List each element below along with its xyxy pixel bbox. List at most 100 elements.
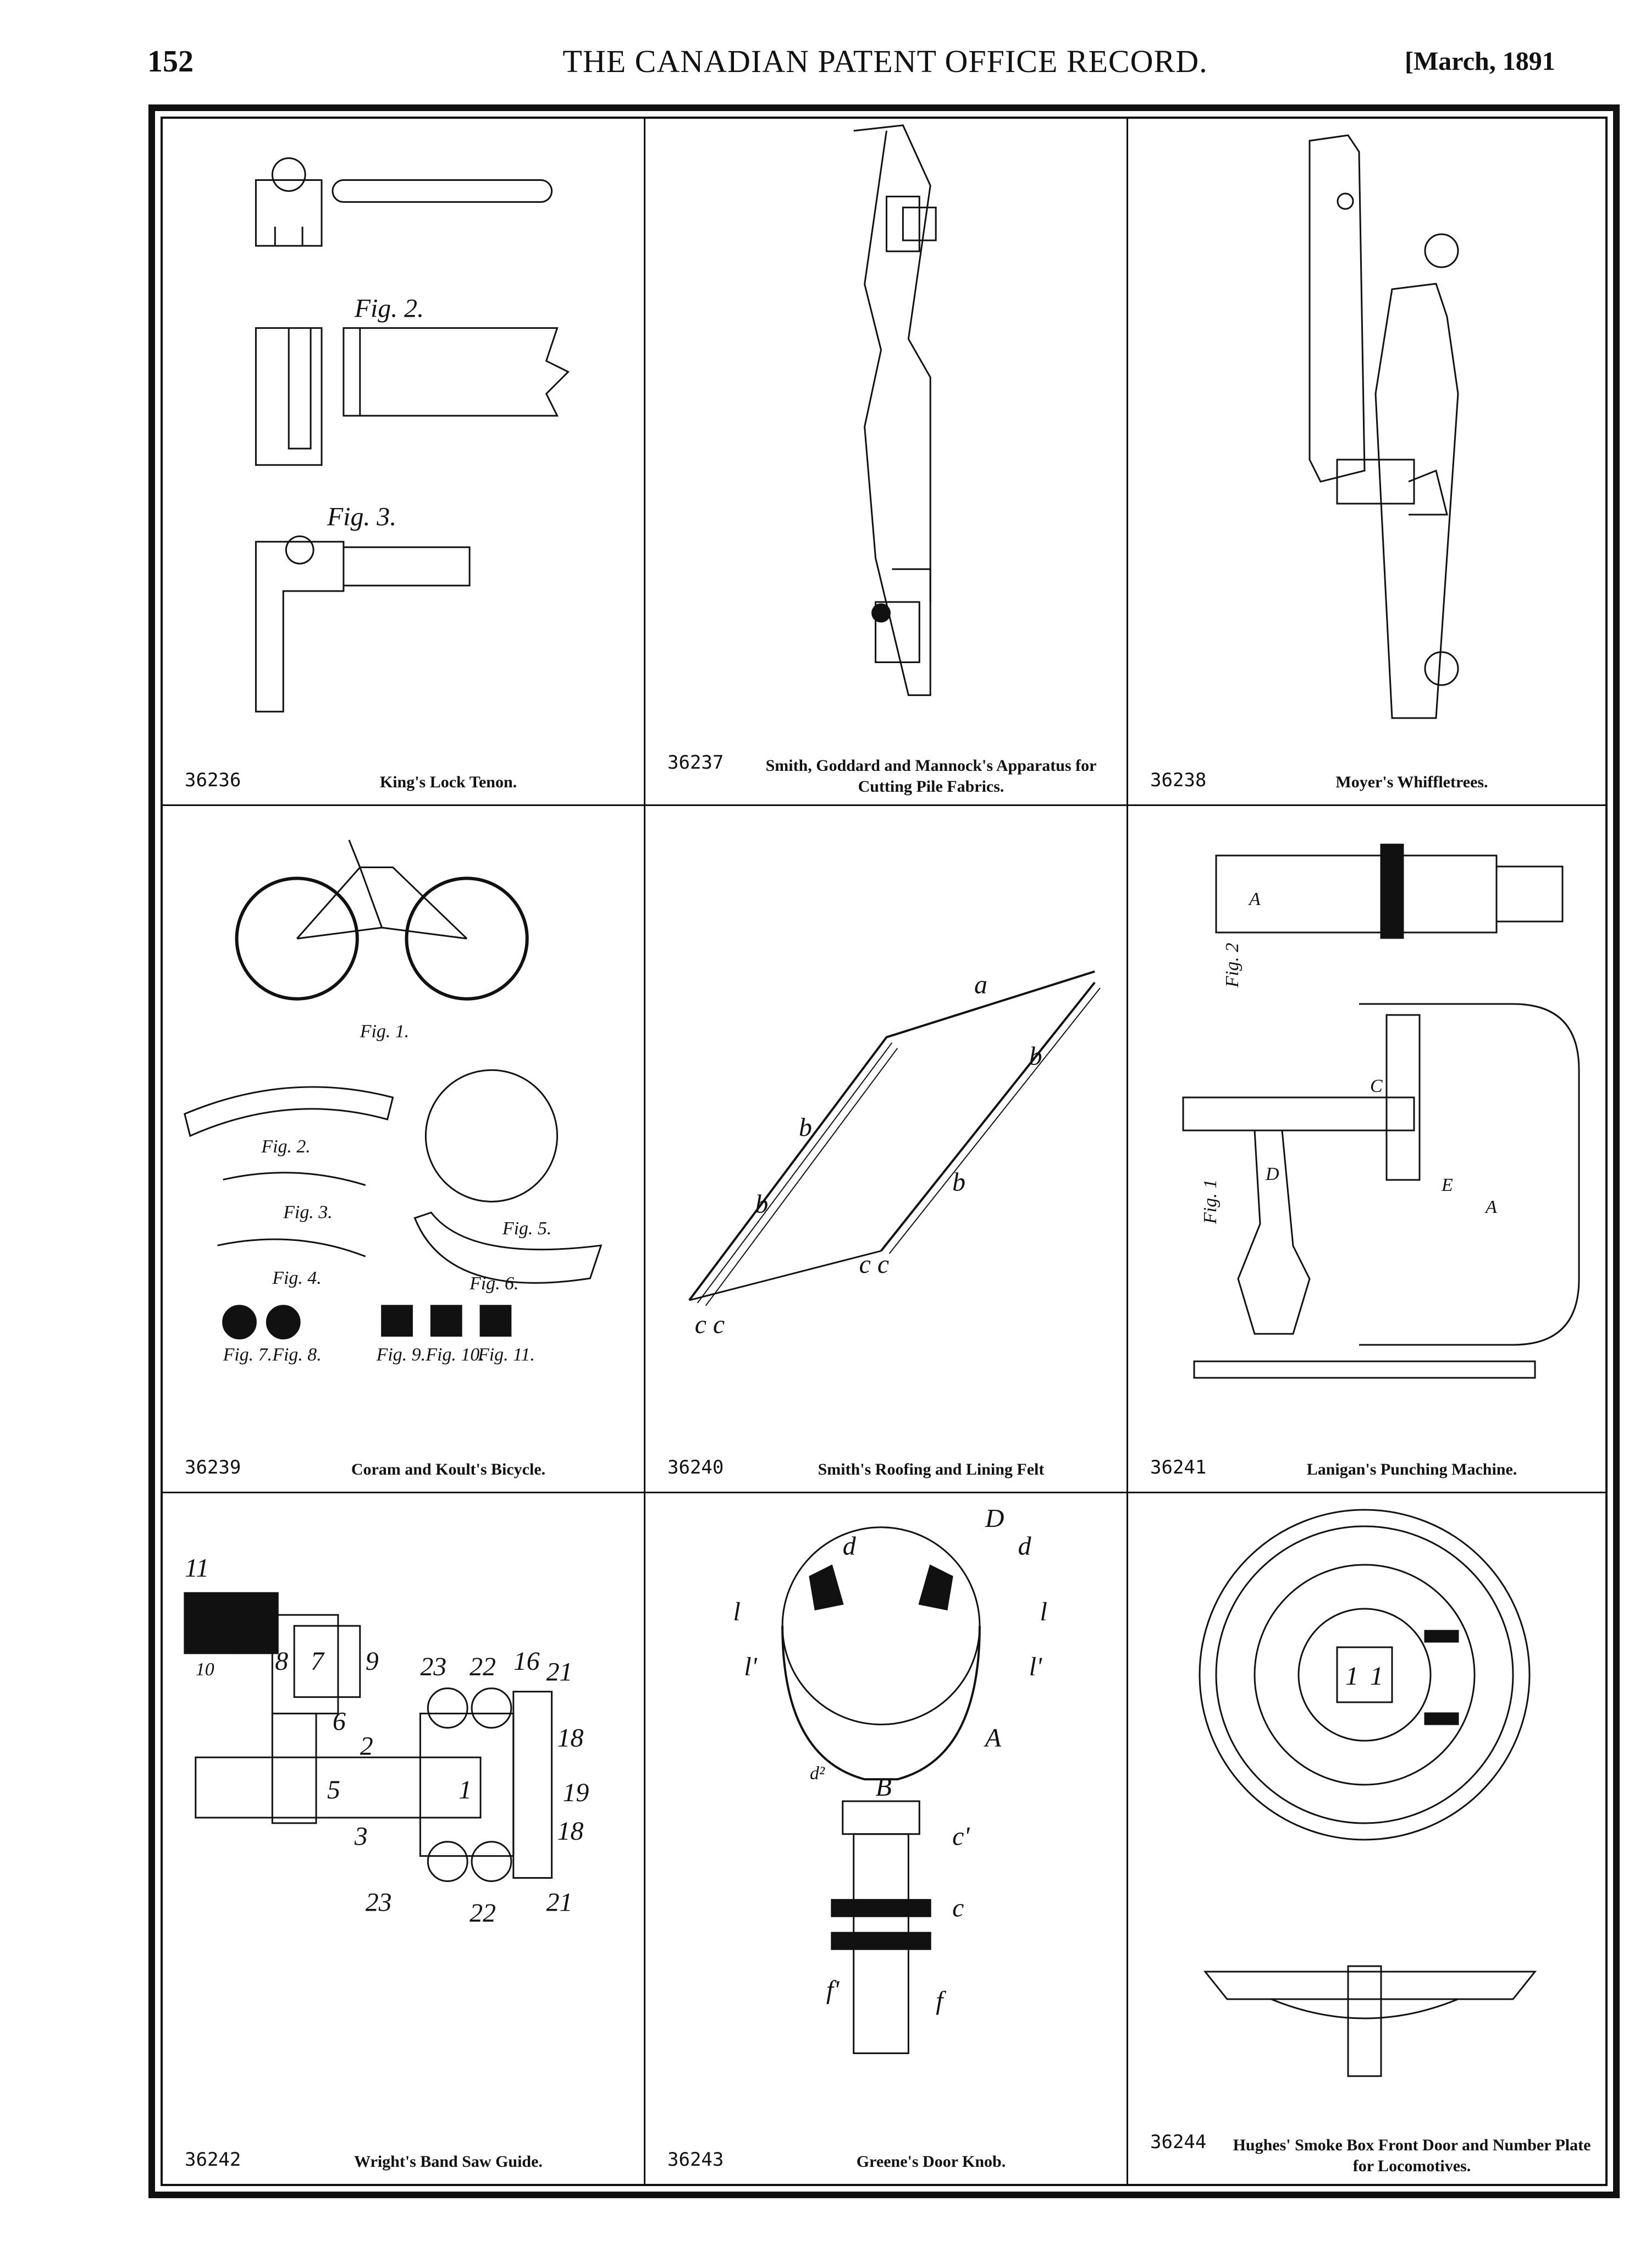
bicycle-fig7-label: Fig. 7. (223, 1344, 272, 1365)
bicycle-fig9-label: Fig. 9. (376, 1344, 426, 1365)
patent-cell-punching-machine: Fig. 2 Fig. 1 A A D C E 36241 Lanigan's … (1128, 806, 1605, 1493)
saw-label-21b: 21 (546, 1888, 573, 1917)
patent-title: Wright's Band Saw Guide. (354, 2152, 543, 2171)
knob-label-f: f (936, 1986, 946, 2016)
patent-title: King's Lock Tenon. (379, 772, 517, 791)
pile-fabrics-drawing (645, 119, 1127, 735)
patent-cell-lock-tenon: Fig. 2. Fig. 3. 36236 King's Lock Tenon. (163, 119, 645, 806)
patent-number: 36241 (1150, 1456, 1207, 1478)
caption: 36238 Moyer's Whiffletrees. (1128, 738, 1605, 804)
bicycle-fig4-label: Fig. 4. (272, 1268, 321, 1288)
saw-label-18b: 18 (557, 1817, 584, 1846)
caption: 36241 Lanigan's Punching Machine. (1128, 1426, 1605, 1492)
patent-cell-bicycle: Fig. 1. Fig. 2. Fig. 5. Fig. 3. Fig. 4. … (163, 806, 645, 1493)
patent-title: Moyer's Whiffletrees. (1335, 772, 1488, 791)
punching-machine-drawing: Fig. 2 Fig. 1 A A D C E (1128, 806, 1605, 1422)
saw-label-5: 5 (327, 1775, 340, 1805)
bicycle-fig1-label: Fig. 1. (360, 1021, 409, 1041)
bicycle-fig8-label: Fig. 8. (272, 1344, 321, 1365)
knob-label-l2p: l' (1029, 1652, 1042, 1681)
punch-fig1-label: Fig. 1 (1200, 1179, 1221, 1224)
door-knob-drawing: D d d l l l' l' A B c c' f f' d² (645, 1493, 1127, 2109)
patent-number: 36240 (667, 1456, 724, 1478)
smokebox-plate-digit-left: 1 (1345, 1662, 1359, 1691)
patent-grid: Fig. 2. Fig. 3. 36236 King's Lock Tenon. (163, 119, 1605, 2184)
knob-label-c: c (952, 1893, 964, 1922)
saw-label-8: 8 (275, 1647, 288, 1676)
patent-cell-pile-fabrics: 36237 Smith, Goddard and Mannock's Appar… (645, 119, 1128, 806)
patent-number: 36244 (1150, 2131, 1207, 2153)
knob-label-d1: d (843, 1532, 857, 1561)
punch-label-A2: A (1484, 1197, 1497, 1217)
patent-title: Smith's Roofing and Lining Felt (818, 1460, 1045, 1478)
smokebox-plate-digit-right: 1 (1370, 1662, 1383, 1691)
saw-label-11: 11 (185, 1553, 209, 1582)
knob-label-B: B (876, 1773, 892, 1802)
knob-label-l1: l (733, 1597, 740, 1626)
caption: 36240 Smith's Roofing and Lining Felt (645, 1426, 1127, 1492)
patent-cell-whiffletrees: 36238 Moyer's Whiffletrees. (1128, 119, 1605, 806)
caption: 36244 Hughes' Smoke Box Front Door and N… (1128, 2118, 1605, 2184)
punch-label-A1: A (1248, 889, 1261, 909)
knob-label-A: A (984, 1723, 1002, 1752)
caption: 36237 Smith, Goddard and Mannock's Appar… (645, 738, 1127, 804)
patent-cell-door-knob: D d d l l l' l' A B c c' f f' d² 36243 G… (645, 1493, 1128, 2184)
knob-label-l2: l (1040, 1597, 1047, 1626)
knob-label-D: D (985, 1504, 1004, 1533)
tenon-fig2-label: Fig. 2. (354, 294, 424, 323)
punch-fig2-label: Fig. 2 (1222, 943, 1243, 988)
caption: 36239 Coram and Koult's Bicycle. (163, 1426, 644, 1492)
knob-label-d2: d (1018, 1532, 1032, 1561)
patent-title: Coram and Koult's Bicycle. (351, 1460, 546, 1478)
lock-tenon-drawing: Fig. 2. Fig. 3. (163, 119, 644, 735)
punch-label-C: C (1370, 1076, 1383, 1096)
patent-cell-smoke-box-door: 1 1 36244 Hughes' Smoke Box Front Door a… (1128, 1493, 1605, 2184)
patent-title: Lanigan's Punching Machine. (1306, 1460, 1517, 1478)
caption: 36242 Wright's Band Saw Guide. (163, 2118, 644, 2184)
page-date: [March, 1891 (1405, 47, 1555, 76)
saw-label-10: 10 (196, 1659, 214, 1680)
punch-label-D: D (1265, 1164, 1279, 1184)
roofing-felt-drawing: a b b b b c c c c (645, 806, 1127, 1422)
bicycle-fig3-label: Fig. 3. (283, 1202, 332, 1222)
saw-label-2: 2 (360, 1731, 373, 1761)
knob-label-l1p: l' (744, 1652, 757, 1681)
felt-label-b2: b (1029, 1041, 1042, 1070)
saw-label-22a: 22 (470, 1652, 496, 1681)
saw-label-6: 6 (333, 1707, 346, 1736)
knob-label-f-prime: f' (826, 1975, 840, 2005)
felt-label-a: a (974, 970, 987, 1000)
felt-label-b4: b (952, 1168, 965, 1197)
band-saw-guide-drawing: 11 7 8 9 10 6 2 5 3 1 23 22 16 21 18 19 … (163, 1493, 644, 2109)
patent-title: Greene's Door Knob. (856, 2152, 1006, 2171)
patent-cell-band-saw-guide: 11 7 8 9 10 6 2 5 3 1 23 22 16 21 18 19 … (163, 1493, 645, 2184)
tenon-fig3-label: Fig. 3. (327, 502, 396, 531)
saw-label-23b: 23 (366, 1888, 392, 1917)
knob-label-c-prime: c' (952, 1822, 970, 1851)
saw-label-1: 1 (459, 1775, 472, 1805)
patent-number: 36243 (667, 2149, 724, 2171)
smoke-box-door-drawing: 1 1 (1128, 1493, 1605, 2109)
patent-number: 36237 (667, 752, 724, 774)
outer-frame (148, 104, 1620, 2198)
patent-cell-roofing-felt: a b b b b c c c c 36240 Smith's Roofing … (645, 806, 1128, 1493)
bicycle-fig5-label: Fig. 5. (502, 1218, 551, 1239)
page-header: 152 THE CANADIAN PATENT OFFICE RECORD. [… (0, 0, 1651, 99)
felt-label-b1: b (799, 1113, 812, 1142)
caption: 36236 King's Lock Tenon. (163, 738, 644, 804)
caption: 36243 Greene's Door Knob. (645, 2118, 1127, 2184)
patent-title: Hughes' Smoke Box Front Door and Number … (1233, 2136, 1591, 2175)
saw-label-19: 19 (563, 1778, 589, 1807)
punch-label-E: E (1441, 1175, 1453, 1195)
patent-number: 36236 (185, 769, 241, 791)
bicycle-fig11-label: Fig. 11. (477, 1344, 535, 1365)
saw-label-16: 16 (513, 1647, 540, 1676)
saw-label-22b: 22 (470, 1899, 496, 1928)
patent-title: Smith, Goddard and Mannock's Apparatus f… (765, 757, 1097, 796)
patent-number: 36238 (1150, 769, 1207, 791)
patent-number: 36242 (185, 2149, 241, 2171)
saw-label-21a: 21 (546, 1658, 573, 1687)
bicycle-drawing: Fig. 1. Fig. 2. Fig. 5. Fig. 3. Fig. 4. … (163, 806, 644, 1422)
knob-label-d2-sup: d² (810, 1763, 825, 1784)
felt-label-b3: b (755, 1189, 768, 1218)
